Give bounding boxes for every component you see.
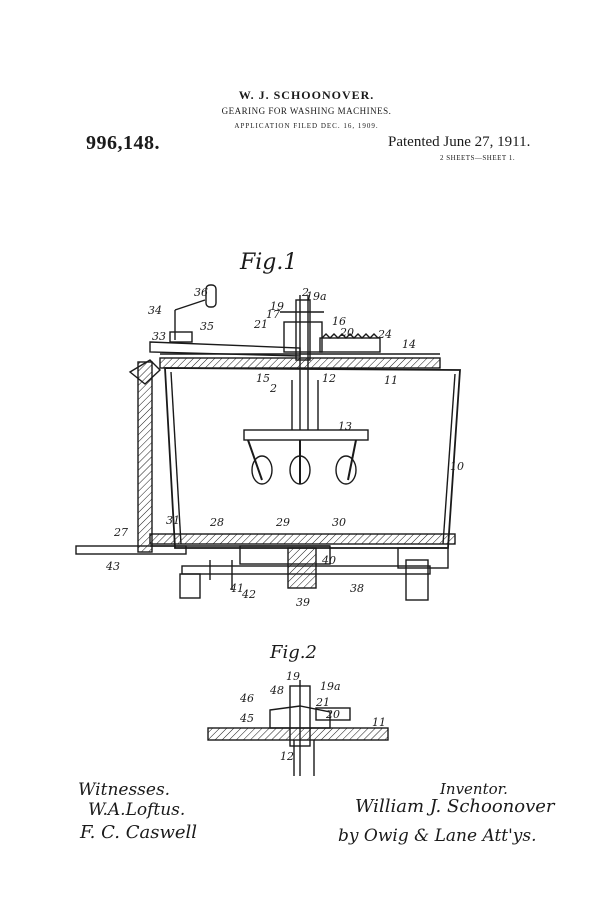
fig2-ref-numeral: 19a xyxy=(320,680,341,693)
fig1-ref-numeral: 42 xyxy=(241,588,256,601)
fig1-ref-numeral: 27 xyxy=(113,526,128,539)
witness-signature-1: W.A.Loftus. xyxy=(88,800,186,820)
fig2-ref-numeral: 21 xyxy=(315,696,330,709)
fig1-ref-numeral: 2 xyxy=(269,382,277,395)
fig1-ref-numeral: 2 xyxy=(301,286,309,299)
attorneys-signature: by Owig & Lane Att'ys. xyxy=(338,826,537,846)
fig2-drawing xyxy=(207,680,389,776)
fig1-ref-numeral: 19 xyxy=(270,300,284,313)
fig2-ref-numeral: 20 xyxy=(325,708,340,721)
fig1-ref-numeral: 12 xyxy=(322,372,336,385)
fig1-label: Fig.1 xyxy=(240,250,298,275)
fig1-ref-numeral: 28 xyxy=(209,516,224,529)
fig1-ref-numeral: 19a xyxy=(306,290,327,303)
sheet-count: 2 SHEETS—SHEET 1. xyxy=(440,154,516,162)
fig1-ref-numeral: 13 xyxy=(338,420,352,433)
fig1-ref-numeral: 30 xyxy=(332,516,346,529)
fig1-drawing xyxy=(75,284,461,601)
fig1-ref-numeral: 17 xyxy=(266,308,280,321)
fig1-ref-numeral: 16 xyxy=(332,315,346,328)
fig1-ref-numeral: 35 xyxy=(200,320,214,333)
patented-date: Patented June 27, 1911. xyxy=(388,134,531,150)
witnesses-label: Witnesses. xyxy=(78,780,171,800)
inventor-name-header: W. J. SCHOONOVER. xyxy=(238,88,375,102)
fig1-ref-numeral: 11 xyxy=(384,374,398,387)
patent-number: 996,148. xyxy=(86,132,160,154)
fig1-ref-numeral: 43 xyxy=(105,560,120,573)
application-filed-date: APPLICATION FILED DEC. 16, 1909. xyxy=(234,122,379,130)
fig2-ref-numeral: 48 xyxy=(269,684,284,697)
patent-title: GEARING FOR WASHING MACHINES. xyxy=(221,106,392,116)
inventor-label: Inventor. xyxy=(440,780,508,798)
fig1-ref-numeral: 36 xyxy=(194,286,208,299)
fig2-label: Fig.2 xyxy=(270,642,317,663)
fig1-ref-numeral: 31 xyxy=(166,514,180,527)
inventor-signature: William J. Schoonover xyxy=(355,796,555,817)
fig1-ref-numeral: 40 xyxy=(321,554,336,567)
fig1-ref-numeral: 20 xyxy=(339,326,354,339)
fig1-ref-numeral: 10 xyxy=(450,460,464,473)
fig1-ref-numeral: 15 xyxy=(256,372,270,385)
fig2-ref-numeral: 46 xyxy=(239,692,254,705)
fig1-ref-numeral: 24 xyxy=(377,328,392,341)
fig2-ref-numeral: 12 xyxy=(280,750,294,763)
fig1-ref-numeral: 29 xyxy=(275,516,290,529)
fig2-ref-numeral: 11 xyxy=(372,716,386,729)
fig2-ref-numeral: 45 xyxy=(239,712,254,725)
fig1-ref-numeral: 41 xyxy=(229,582,244,595)
fig1-ref-numeral: 14 xyxy=(402,338,416,351)
fig1-ref-numeral: 38 xyxy=(350,582,364,595)
witness-signature-2: F. C. Caswell xyxy=(80,822,198,843)
fig2-ref-numeral: 19 xyxy=(286,670,300,683)
fig1-ref-numeral: 33 xyxy=(152,330,166,343)
fig1-ref-numeral: 34 xyxy=(148,304,162,317)
fig1-ref-numeral: 21 xyxy=(253,318,268,331)
fig1-ref-numeral: 39 xyxy=(296,596,310,609)
